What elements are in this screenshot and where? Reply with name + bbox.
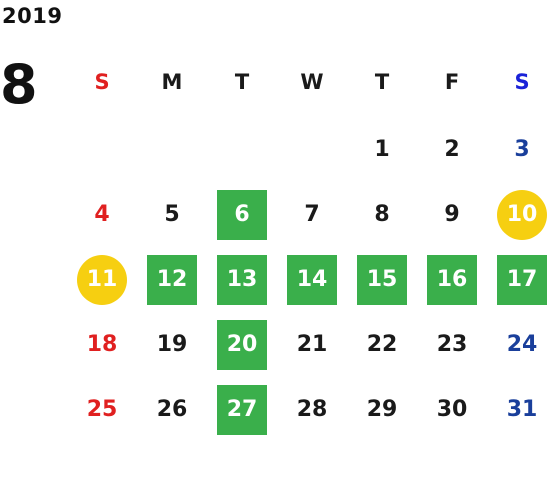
day-cell-31[interactable]: 31 [506,397,538,422]
day-cell-29[interactable]: 29 [366,397,398,422]
day-cell-24[interactable]: 24 [506,332,538,357]
day-cell-11[interactable]: 11 [77,255,127,305]
year-label: 2019 [2,4,63,28]
day-cell-5[interactable]: 5 [164,202,180,227]
day-cell-25[interactable]: 25 [86,397,118,422]
weekday-header-saturday: S [514,70,530,94]
day-cell-27[interactable]: 27 [217,385,267,435]
day-cell-30[interactable]: 30 [436,397,468,422]
day-cell-19[interactable]: 19 [156,332,188,357]
weekday-header-tuesday: T [234,70,250,94]
day-cell-12[interactable]: 12 [147,255,197,305]
weekday-header-monday: M [161,70,183,94]
day-cell-1[interactable]: 1 [374,137,390,162]
weekday-header-friday: F [444,70,460,94]
day-cell-2[interactable]: 2 [444,137,460,162]
weekday-header-sunday: S [94,70,110,94]
day-cell-15[interactable]: 15 [357,255,407,305]
day-cell-14[interactable]: 14 [287,255,337,305]
day-cell-8[interactable]: 8 [374,202,390,227]
day-cell-22[interactable]: 22 [366,332,398,357]
day-cell-26[interactable]: 26 [156,397,188,422]
day-cell-9[interactable]: 9 [444,202,460,227]
weekday-header-wednesday: W [300,70,324,94]
day-cell-6[interactable]: 6 [217,190,267,240]
day-cell-18[interactable]: 18 [86,332,118,357]
weekday-header-thursday: T [374,70,390,94]
day-cell-3[interactable]: 3 [514,137,530,162]
day-cell-28[interactable]: 28 [296,397,328,422]
day-cell-16[interactable]: 16 [427,255,477,305]
day-cell-4[interactable]: 4 [94,202,110,227]
day-cell-23[interactable]: 23 [436,332,468,357]
day-cell-10[interactable]: 10 [497,190,547,240]
day-cell-7[interactable]: 7 [304,202,320,227]
day-cell-13[interactable]: 13 [217,255,267,305]
day-cell-17[interactable]: 17 [497,255,547,305]
day-cell-21[interactable]: 21 [296,332,328,357]
day-cell-20[interactable]: 20 [217,320,267,370]
month-number: 8 [0,53,38,116]
